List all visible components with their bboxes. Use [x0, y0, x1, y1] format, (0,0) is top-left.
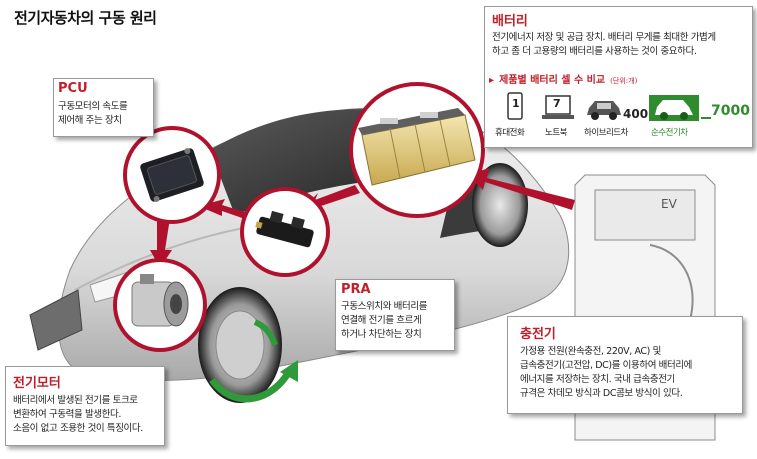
pra-title: PRA — [341, 282, 371, 297]
phone-icon — [507, 92, 523, 124]
charger-line2: 급속충전기(고전압, DC)를 이용하여 배터리에 — [520, 360, 693, 371]
charger-title: 충전기 — [520, 327, 556, 342]
pra-info-box: PRA 구동스위치와 배터리를 연결해 전기를 흐르게 하거나 차단하는 장치 — [335, 279, 455, 351]
battery-compare-heading: ▸ 제품별 배터리 셀 수 비교 (단위:개) — [489, 68, 637, 87]
electric-car-icon — [649, 95, 699, 121]
motor-line1: 배터리에서 발생된 전기를 토크로 — [13, 395, 138, 406]
laptop-icon — [541, 95, 575, 125]
arrow-charger-to-battery — [468, 168, 575, 210]
pra-line3: 하거나 차단하는 장치 — [341, 329, 422, 340]
pra-circle — [240, 187, 330, 277]
pcu-circle — [123, 126, 221, 224]
hybrid-cell-count: 400 — [623, 107, 649, 121]
pra-line2: 연결해 전기를 흐르게 — [341, 315, 422, 326]
battery-circle — [349, 82, 485, 218]
laptop-cell-count: 7 — [553, 97, 561, 110]
pra-line1: 구동스위치와 배터리를 — [341, 301, 428, 312]
charger-info-box: 충전기 가정용 전원(완속충전, 220V, AC) 및 급속충전기(고전압, … — [507, 316, 743, 414]
pcu-line2: 제어해 주는 장치 — [58, 115, 122, 126]
compare-arrow-icon: ▸ — [489, 75, 495, 86]
battery-desc-line2: 하고 좀 더 고용량의 배터리를 사용하는 것이 중요하다. — [492, 46, 697, 57]
battery-info-box: 배터리 전기에너지 저장 및 공급 장치. 배터리 무게를 최대한 가볍게 하고… — [484, 6, 753, 148]
battery-title: 배터리 — [492, 14, 528, 29]
electric-label: 순수전기차 — [651, 128, 688, 138]
rotation-arrow — [209, 319, 298, 403]
motor-info-box: 전기모터 배터리에서 발생된 전기를 토크로 변환하여 구동력을 발생한다. 소… — [5, 366, 165, 446]
hybrid-car-icon — [585, 97, 623, 125]
battery-compare-title: 제품별 배터리 셀 수 비교 — [499, 75, 606, 86]
pcu-line1: 구동모터의 속도를 — [58, 101, 128, 112]
battery-desc-line1: 전기에너지 저장 및 공급 장치. 배터리 무게를 최대한 가볍게 — [492, 32, 716, 43]
car-grille — [29, 289, 83, 351]
motor-circle — [113, 258, 207, 352]
page-title: 전기자동차의 구동 원리 — [14, 9, 157, 27]
charger-line1: 가정용 전원(완속충전, 220V, AC) 및 — [520, 346, 661, 357]
pcu-info-box: PCU 구동모터의 속도를 제어해 주는 장치 — [53, 78, 154, 137]
electric-cell-count: 7000 — [711, 103, 750, 119]
motor-line3: 소음이 없고 조용한 것이 특징이다. — [13, 423, 143, 434]
hybrid-label: 하이브리드차 — [584, 128, 628, 138]
phone-label: 휴대전화 — [495, 128, 525, 138]
laptop-label: 노트북 — [545, 128, 567, 138]
plug-icon — [701, 107, 711, 126]
charger-line3: 에너지를 저장하는 장치. 국내 급속충전기 — [520, 374, 675, 385]
motor-line2: 변환하여 구동력을 발생한다. — [13, 409, 121, 420]
charger-line4: 규격은 차데모 방식과 DC콤보 방식이 있다. — [520, 388, 683, 399]
car-hood-line — [74, 224, 261, 291]
motor-title: 전기모터 — [13, 376, 61, 391]
phone-cell-count: 1 — [512, 97, 520, 110]
car-hubcap-front — [215, 310, 265, 380]
battery-compare-unit: (단위:개) — [610, 77, 638, 85]
pcu-title: PCU — [58, 81, 88, 96]
car-wheel-rear — [472, 163, 528, 247]
arrow-pcu-to-motor — [150, 218, 172, 268]
ev-station-label: EV — [661, 197, 677, 211]
